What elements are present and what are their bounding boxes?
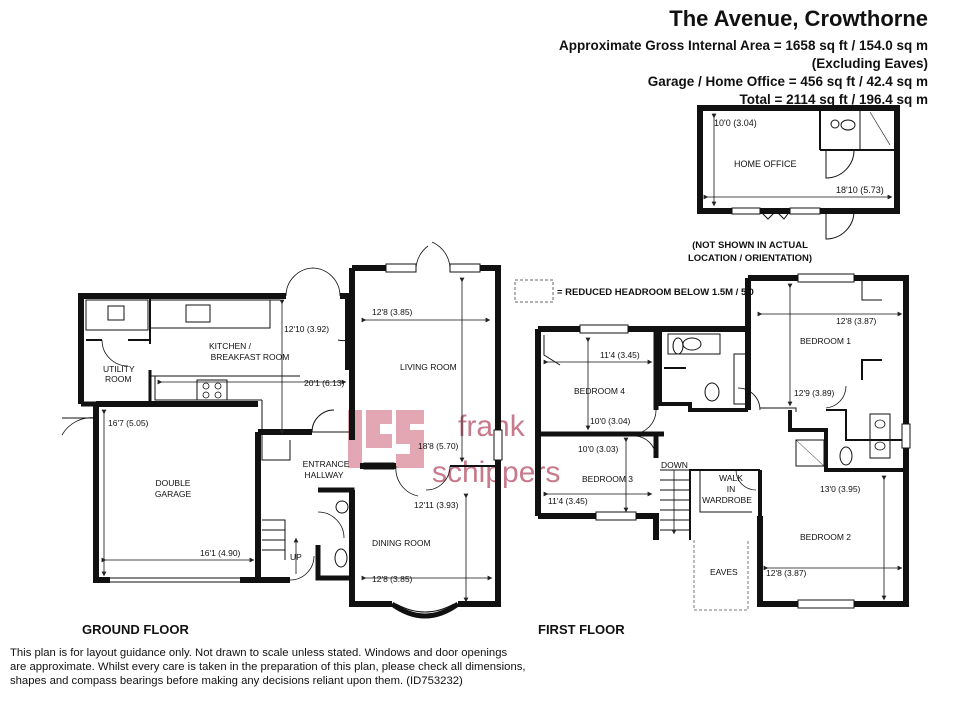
bedroom1-dim-width: 12'8 (3.87) xyxy=(836,316,877,326)
kitchen-label-1: KITCHEN / xyxy=(209,341,252,351)
entrance-hall-label-1: ENTRANCE xyxy=(303,459,350,469)
living-dim-length: 18'8 (5.70) xyxy=(418,441,459,451)
walkin-label-1: WALK xyxy=(719,473,743,483)
entrance-hall-label-2: HALLWAY xyxy=(304,470,343,480)
bedroom3-dim-width: 11'4 (3.45) xyxy=(548,496,588,506)
watermark-text-frank: frank xyxy=(458,410,526,443)
living-dim-width: 12'8 (3.85) xyxy=(372,307,413,317)
kitchen-dim-depth: 12'10 (3.92) xyxy=(284,324,329,334)
first-floor-label: FIRST FLOOR xyxy=(538,622,625,637)
utility-room-label-2: ROOM xyxy=(105,374,131,384)
not-shown-note-1: (NOT SHOWN IN ACTUAL xyxy=(692,240,808,251)
bedroom2-dim-width: 12'8 (3.87) xyxy=(766,568,807,578)
kitchen-label-2: BREAKFAST ROOM xyxy=(211,352,290,362)
dining-dim-width: 12'8 (3.85) xyxy=(372,574,413,584)
bedroom3-dim-depth: 10'0 (3.03) xyxy=(578,444,619,454)
dining-room-label: DINING ROOM xyxy=(372,538,431,548)
disclaimer-line-2: are approximate. Whilst every care is ta… xyxy=(10,661,526,673)
garage-dim-depth: 16'7 (5.05) xyxy=(108,418,149,428)
bedroom1-dim-length: 12'9 (3.89) xyxy=(794,388,835,398)
reduced-headroom-legend: = REDUCED HEADROOM BELOW 1.5M / 5'0 xyxy=(557,287,754,298)
ground-floor-label: GROUND FLOOR xyxy=(82,622,189,637)
gross-area-line: Approximate Gross Internal Area = 1658 s… xyxy=(558,38,928,53)
excluding-eaves-line: (Excluding Eaves) xyxy=(811,56,928,71)
stairs-down-label: DOWN xyxy=(661,460,688,470)
ground-floor-plan xyxy=(61,241,503,619)
garage-label-2: GARAGE xyxy=(155,489,192,499)
bedroom4-dim-width: 11'4 (3.45) xyxy=(600,350,640,360)
garage-label-1: DOUBLE xyxy=(156,478,191,488)
bedroom1-label: BEDROOM 1 xyxy=(800,336,851,346)
bedroom2-label: BEDROOM 2 xyxy=(800,532,851,542)
living-room-label: LIVING ROOM xyxy=(400,362,457,372)
home-office-dim-width: 10'0 (3.04) xyxy=(714,118,757,128)
utility-room-label-1: UTILITY xyxy=(103,364,135,374)
reduced-headroom-swatch xyxy=(514,279,554,303)
disclaimer-line-1: This plan is for layout guidance only. N… xyxy=(10,647,508,659)
first-floor-plan xyxy=(535,273,911,611)
disclaimer-line-3: shapes and compass bearings before makin… xyxy=(10,675,463,687)
dining-dim-length: 12'11 (3.93) xyxy=(414,500,459,510)
home-office-plan xyxy=(697,105,900,240)
kitchen-dim-width: 20'1 (6.13) xyxy=(304,378,345,388)
walkin-label-3: WARDROBE xyxy=(702,495,752,505)
garage-dim-width: 16'1 (4.90) xyxy=(200,548,241,558)
total-area-line: Total = 2114 sq ft / 196.4 sq m xyxy=(739,92,928,107)
disclaimer: This plan is for layout guidance only. N… xyxy=(10,646,570,688)
home-office-dim-length: 18'10 (5.73) xyxy=(836,185,884,195)
not-shown-note-2: LOCATION / ORIENTATION) xyxy=(688,253,812,264)
watermark-logo xyxy=(348,410,424,468)
bedroom2-dim-length: 13'0 (3.95) xyxy=(820,484,861,494)
plan-title: The Avenue, Crowthorne xyxy=(669,6,928,31)
bedroom4-dim-depth: 10'0 (3.04) xyxy=(590,416,631,426)
walkin-label-2: IN xyxy=(727,484,736,494)
bedroom4-label: BEDROOM 4 xyxy=(574,386,625,396)
eaves-label: EAVES xyxy=(710,567,738,577)
stairs-up-label: UP xyxy=(290,552,302,562)
bedroom3-label: BEDROOM 3 xyxy=(582,474,633,484)
garage-office-area-line: Garage / Home Office = 456 sq ft / 42.4 … xyxy=(647,74,928,89)
home-office-label: HOME OFFICE xyxy=(734,159,797,169)
